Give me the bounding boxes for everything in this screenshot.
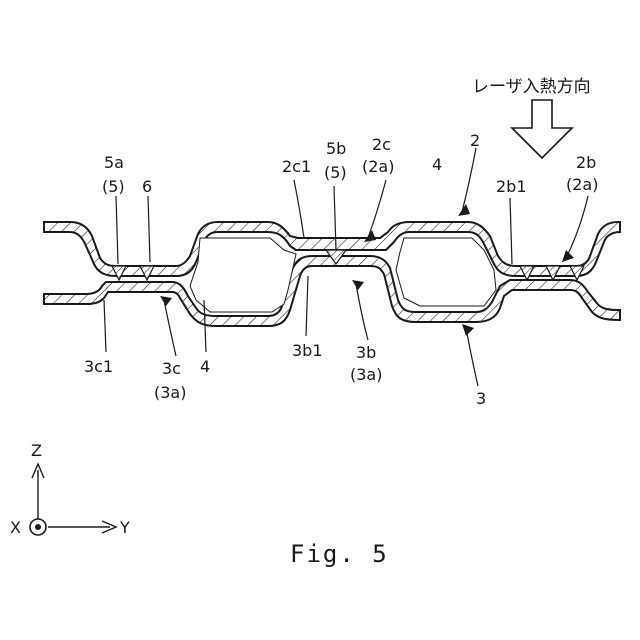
leader-2b1 (510, 198, 512, 264)
label-2c-sub: (2a) (362, 157, 394, 176)
channel-4-left (190, 238, 296, 312)
leader-2 (462, 148, 476, 212)
channel-4-right (396, 238, 496, 306)
label-2b-sub: (2a) (566, 175, 598, 194)
label-2: 2 (470, 131, 480, 150)
leader-3b (356, 284, 368, 340)
label-2b1: 2b1 (496, 177, 527, 196)
label-4-top: 4 (432, 155, 442, 174)
label-3c: 3c (162, 359, 181, 378)
leader-3b1 (306, 276, 308, 336)
leader-3 (466, 328, 478, 386)
coordinate-axes: Z X Y (10, 441, 130, 537)
label-5a: 5a (104, 153, 124, 172)
leader-6 (148, 196, 150, 262)
label-2b: 2b (576, 153, 596, 172)
leader-3c1 (104, 300, 106, 352)
label-6: 6 (142, 177, 152, 196)
label-3c-sub: (3a) (154, 383, 186, 402)
label-3b1: 3b1 (292, 341, 323, 360)
arrowhead-3c (160, 296, 172, 306)
heat-direction-label: レーザ入熱方向 (472, 77, 591, 97)
leader-3c (164, 300, 176, 356)
label-3: 3 (476, 389, 486, 408)
leader-5a (116, 196, 118, 264)
label-5b: 5b (326, 139, 346, 158)
label-2c1: 2c1 (282, 157, 311, 176)
leader-2c (368, 180, 386, 238)
figure-caption: Fig. 5 (290, 540, 389, 568)
arrowhead-2b (562, 250, 574, 262)
label-5a-sub: (5) (102, 177, 125, 196)
label-4-bottom: 4 (200, 357, 210, 376)
label-3b-sub: (3a) (350, 365, 382, 384)
axis-z-label: Z (31, 441, 42, 460)
laser-heat-direction-arrow (512, 100, 572, 158)
label-5b-sub: (5) (324, 163, 347, 182)
label-3c1: 3c1 (84, 357, 113, 376)
label-2c: 2c (372, 135, 391, 154)
axis-x-label: X (10, 518, 21, 537)
arrowhead-3b (352, 280, 364, 290)
label-3b: 3b (356, 343, 376, 362)
axis-y-label: Y (119, 518, 130, 537)
arrowhead-3 (462, 324, 474, 336)
leader-2b (566, 196, 588, 258)
leader-2c1 (294, 180, 304, 238)
